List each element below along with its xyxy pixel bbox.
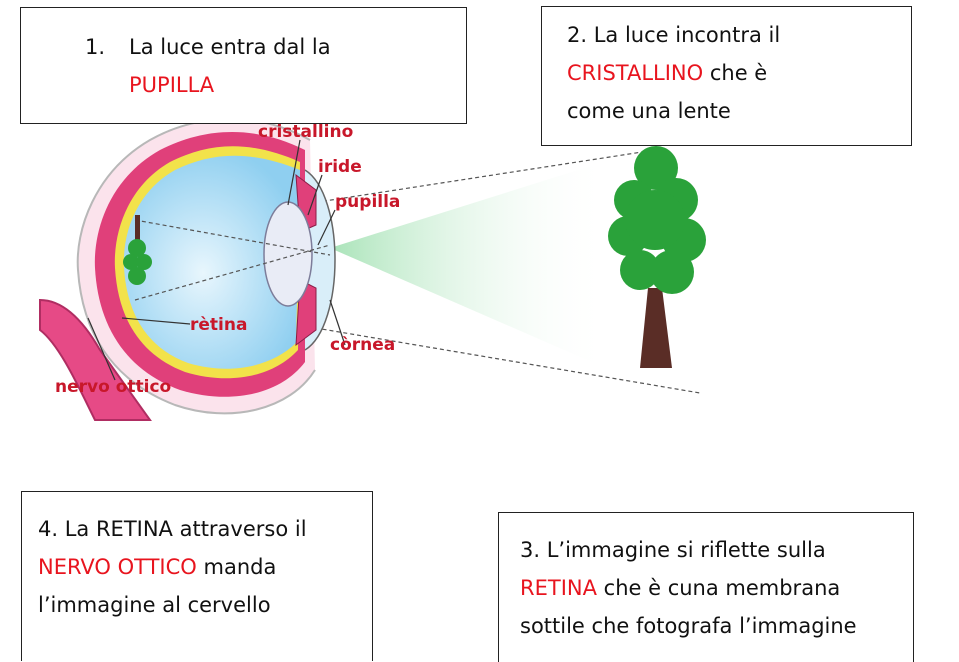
step-3-after: che è cuna membrana	[596, 576, 841, 600]
pointer-iride	[307, 174, 323, 216]
light-cone	[330, 160, 610, 370]
inner-ray-bottom	[134, 244, 331, 301]
label-iride: iride	[318, 157, 362, 177]
step-4-text: 4. La RETINA attraverso il	[38, 517, 307, 541]
step-3-text: 3. L’immagine si riflette sulla	[520, 538, 826, 562]
step-3-highlight: RETINA	[520, 576, 597, 600]
inner-ray-top	[134, 219, 331, 256]
step-2-text: 2. La luce incontra il	[567, 23, 781, 47]
step-3-box: 3. L’immagine si riflette sulla RETINA c…	[498, 512, 914, 662]
step-2-line3: come una lente	[567, 99, 731, 123]
pointer-retina	[121, 317, 191, 325]
step-1-number: 1.	[85, 35, 106, 59]
pointer-cristallino	[287, 139, 301, 206]
step-4-highlight: NERVO OTTICO	[38, 555, 197, 579]
step-1-highlight: PUPILLA	[129, 73, 215, 97]
pointer-cornea	[329, 299, 346, 346]
step-4-line3: l’immagine al cervello	[38, 593, 271, 617]
retina-tree-image	[123, 215, 152, 285]
label-cristallino: cristallino	[258, 122, 353, 142]
label-cornea: còrnea	[330, 335, 395, 355]
pointer-nervo	[87, 317, 116, 381]
label-nervo-ottico: nervo ottico	[55, 377, 171, 397]
pointer-pupilla	[317, 209, 336, 246]
crystalline-lens	[263, 201, 313, 307]
eye-interior	[123, 155, 301, 369]
step-1-text: La luce entra dal la	[129, 35, 331, 59]
label-pupilla: pupilla	[335, 192, 400, 212]
step-2-box: 2. La luce incontra il CRISTALLINO che è…	[541, 6, 912, 146]
label-retina: rètina	[190, 315, 247, 335]
step-3-line3: sottile che fotografa l’immagine	[520, 614, 857, 638]
step-4-after: manda	[196, 555, 277, 579]
step-4-box: 4. La RETINA attraverso il NERVO OTTICO …	[21, 491, 373, 661]
step-2-after: che è	[703, 61, 768, 85]
tree-object	[608, 146, 706, 368]
optic-nerve	[39, 298, 152, 421]
step-1-box: 1. La luce entra dal la PUPILLA	[20, 7, 467, 124]
step-2-highlight: CRISTALLINO	[567, 61, 704, 85]
